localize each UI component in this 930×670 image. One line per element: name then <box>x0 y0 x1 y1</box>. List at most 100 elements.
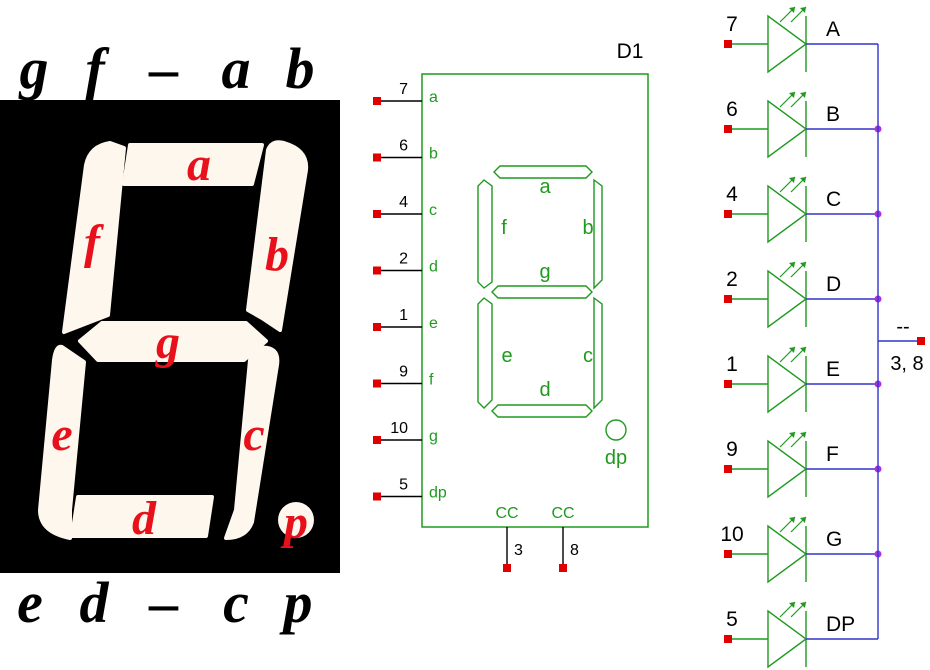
led-arrow-head <box>800 347 806 353</box>
photo-segment-labels: a b c d e f g p <box>51 138 308 549</box>
led-pin-number: 4 <box>726 183 738 206</box>
top-label-dash: – <box>149 36 179 101</box>
top-label-f: f <box>85 36 110 101</box>
led-label: A <box>826 18 840 41</box>
led-arrow-head <box>800 262 806 268</box>
bottom-label-dash: – <box>149 570 179 635</box>
pin-name: CC <box>495 505 518 522</box>
led-pin-marker <box>724 380 732 388</box>
pin-name: c <box>429 202 437 219</box>
led-label: G <box>826 528 842 551</box>
led-arrow-head <box>789 432 795 438</box>
led-label: B <box>826 103 840 126</box>
bottom-pin-labels: e d – c p <box>17 570 312 635</box>
led-pin-number: 5 <box>726 608 738 631</box>
photo-segment-dp <box>278 502 314 538</box>
led-symbol <box>767 99 808 159</box>
pin-number: 3 <box>514 542 523 559</box>
led-symbol <box>767 14 808 74</box>
led-pin-marker <box>724 550 732 558</box>
photo-segment-e <box>38 344 86 540</box>
led-arrow-head <box>800 92 806 98</box>
led-label: D <box>826 273 841 296</box>
symbol-segment-outlines <box>477 165 603 418</box>
symbol-segment-labels: a b c d e f g dp <box>501 176 627 469</box>
symbol-segment-c <box>593 296 603 410</box>
photo-segment-f <box>62 141 126 334</box>
pin-number: 2 <box>399 251 408 268</box>
photo-label-b: b <box>265 228 289 281</box>
led-symbol <box>767 269 808 329</box>
pin-name: f <box>429 372 434 389</box>
led-arrow-head <box>800 602 806 608</box>
pin-marker <box>373 436 381 444</box>
led-arrow-head <box>789 347 795 353</box>
pin-marker <box>373 323 381 331</box>
led-arrow-head <box>800 432 806 438</box>
pin-number: 8 <box>570 542 579 559</box>
top-pin-labels: g f – a b <box>18 36 315 101</box>
photo-label-g: g <box>155 316 180 369</box>
common-label: -- <box>896 316 909 338</box>
led-symbol <box>767 184 808 244</box>
led-pin-number: 9 <box>726 438 738 461</box>
pin-name: e <box>429 315 438 332</box>
pin-marker <box>373 210 381 218</box>
led-symbol <box>767 609 808 669</box>
led-pin-marker <box>724 465 732 473</box>
pin-number: 4 <box>399 194 408 211</box>
symbol-segment-b <box>593 178 603 290</box>
symbol-label-c: c <box>583 345 593 367</box>
symbol-segment-f <box>477 179 493 289</box>
symbol-designator: D1 <box>617 40 644 63</box>
led-arrow-head <box>800 177 806 183</box>
led-pin-marker <box>724 210 732 218</box>
led-pin-number: 1 <box>726 353 738 376</box>
symbol-label-e: e <box>501 345 512 367</box>
led-symbol <box>767 354 808 414</box>
photo-label-p: p <box>280 496 308 549</box>
symbol-label-a: a <box>539 176 551 198</box>
pin-marker <box>373 492 381 501</box>
symbol-pin-cc: CC8 <box>551 505 579 572</box>
led-label: C <box>826 188 841 211</box>
symbol-segment-a <box>493 165 593 179</box>
symbol-label-f: f <box>501 217 507 239</box>
symbol-label-dp: dp <box>605 447 627 469</box>
symbol-label-b: b <box>582 217 593 239</box>
pin-number: 5 <box>399 477 408 494</box>
pin-number: 10 <box>390 420 408 437</box>
symbol-label-d: d <box>539 379 550 401</box>
bottom-label-c: c <box>223 570 249 635</box>
symbol-label-g: g <box>539 261 550 283</box>
photo-label-d: d <box>132 492 157 545</box>
pin-marker <box>373 379 381 388</box>
led-symbol <box>767 524 808 584</box>
led-arrow-head <box>789 7 795 13</box>
pin-marker <box>559 564 567 572</box>
photo-segment-b <box>246 140 309 332</box>
led-arrow-head <box>789 92 795 98</box>
pin-number: 6 <box>399 138 408 155</box>
pin-marker <box>373 266 381 275</box>
symbol-bottom-pins: CC 3 CC8 <box>495 505 579 572</box>
pin-name: d <box>429 259 438 276</box>
pin-marker <box>373 97 381 105</box>
bottom-label-e: e <box>17 570 43 635</box>
photo-segment-d <box>70 495 214 538</box>
pin-number: 1 <box>399 307 408 324</box>
photo-label-a: a <box>187 138 211 191</box>
